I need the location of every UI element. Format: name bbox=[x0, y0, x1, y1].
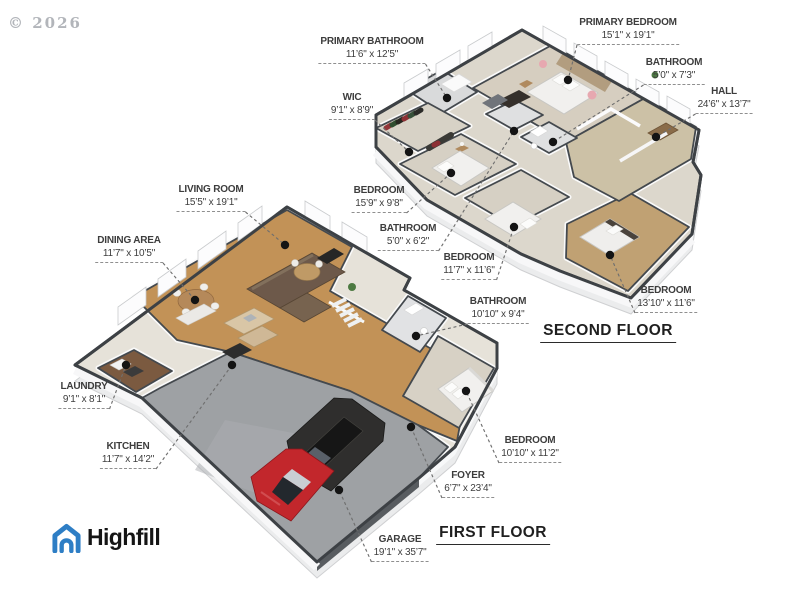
room-dimensions: 11’7" x 11’6" bbox=[443, 264, 495, 276]
room-dimensions: 10’10" x 9’4" bbox=[471, 308, 525, 320]
room-name: LAUNDRY bbox=[60, 381, 108, 392]
room-name: BATHROOM bbox=[645, 57, 703, 68]
room-dimensions: 11’7" x 10’5" bbox=[102, 247, 156, 259]
room-dimensions: 19’1" x 35’7" bbox=[373, 546, 427, 558]
fireplace bbox=[317, 248, 344, 264]
shower bbox=[482, 94, 508, 109]
plant bbox=[348, 283, 356, 291]
room-dimensions: 5’0" x 7’3" bbox=[652, 69, 696, 81]
plant bbox=[651, 71, 659, 79]
red-car bbox=[250, 448, 335, 522]
room-dimensions: 11’6" x 12’5" bbox=[345, 48, 399, 60]
room-name: LIVING ROOM bbox=[178, 184, 244, 195]
room-dimensions: 15’1" x 19’1" bbox=[601, 29, 655, 41]
stair-opening bbox=[497, 90, 531, 108]
room-dimensions: 9’1" x 8’1" bbox=[62, 393, 106, 405]
side-table bbox=[293, 263, 321, 281]
room-name: GARAGE bbox=[378, 534, 422, 545]
room-dimensions: 5’0" x 6’2" bbox=[386, 235, 430, 247]
room-name: HALL bbox=[711, 86, 737, 97]
vanity bbox=[403, 302, 425, 316]
room-name: PRIMARY BATHROOM bbox=[320, 36, 424, 47]
staircase bbox=[328, 297, 365, 328]
room-name: FOYER bbox=[451, 470, 485, 481]
dryer bbox=[123, 366, 144, 377]
room-dimensions: 6’7" x 23’4" bbox=[444, 482, 492, 494]
room-name: BATHROOM bbox=[379, 223, 437, 234]
bedroom-bed-4 bbox=[579, 218, 640, 256]
room-dimensions: 15’5" x 19’1" bbox=[184, 196, 238, 208]
room-dimensions: 13’10" x 11’6" bbox=[637, 297, 695, 309]
room-name: BEDROOM bbox=[640, 285, 692, 296]
vanity bbox=[529, 125, 549, 138]
brand-name: Highfill bbox=[87, 524, 161, 550]
kitchen-island bbox=[175, 303, 279, 359]
copyright-watermark: © 2026 bbox=[8, 14, 82, 32]
room-name: BATHROOM bbox=[469, 296, 527, 307]
room-dimensions: 9’1" x 8’9" bbox=[330, 104, 374, 116]
house-icon bbox=[52, 523, 81, 553]
floor-title-first-floor: FIRST FLOOR bbox=[436, 524, 550, 545]
room-dimensions: 15’9" x 9’8" bbox=[355, 197, 403, 209]
room-name: DINING AREA bbox=[97, 235, 161, 246]
brand-logo: Highfill bbox=[50, 522, 161, 553]
room-name: BEDROOM bbox=[353, 185, 405, 196]
room-dimensions: 10’10" x 11’2" bbox=[501, 447, 559, 459]
room-name: KITCHEN bbox=[106, 441, 150, 452]
floor-title-second-floor: SECOND FLOOR bbox=[540, 322, 676, 343]
room-name: PRIMARY BEDROOM bbox=[579, 17, 677, 28]
room-dimensions: 11’7" x 14’2" bbox=[101, 453, 155, 465]
room-name: WIC bbox=[342, 92, 362, 103]
room-dimensions: 24’6" x 13’7" bbox=[697, 98, 751, 110]
bathroom-floor bbox=[381, 295, 447, 353]
toilet bbox=[530, 142, 538, 150]
room-name: BEDROOM bbox=[443, 252, 495, 263]
bathtub bbox=[440, 73, 473, 93]
room-name: BEDROOM bbox=[504, 435, 556, 446]
